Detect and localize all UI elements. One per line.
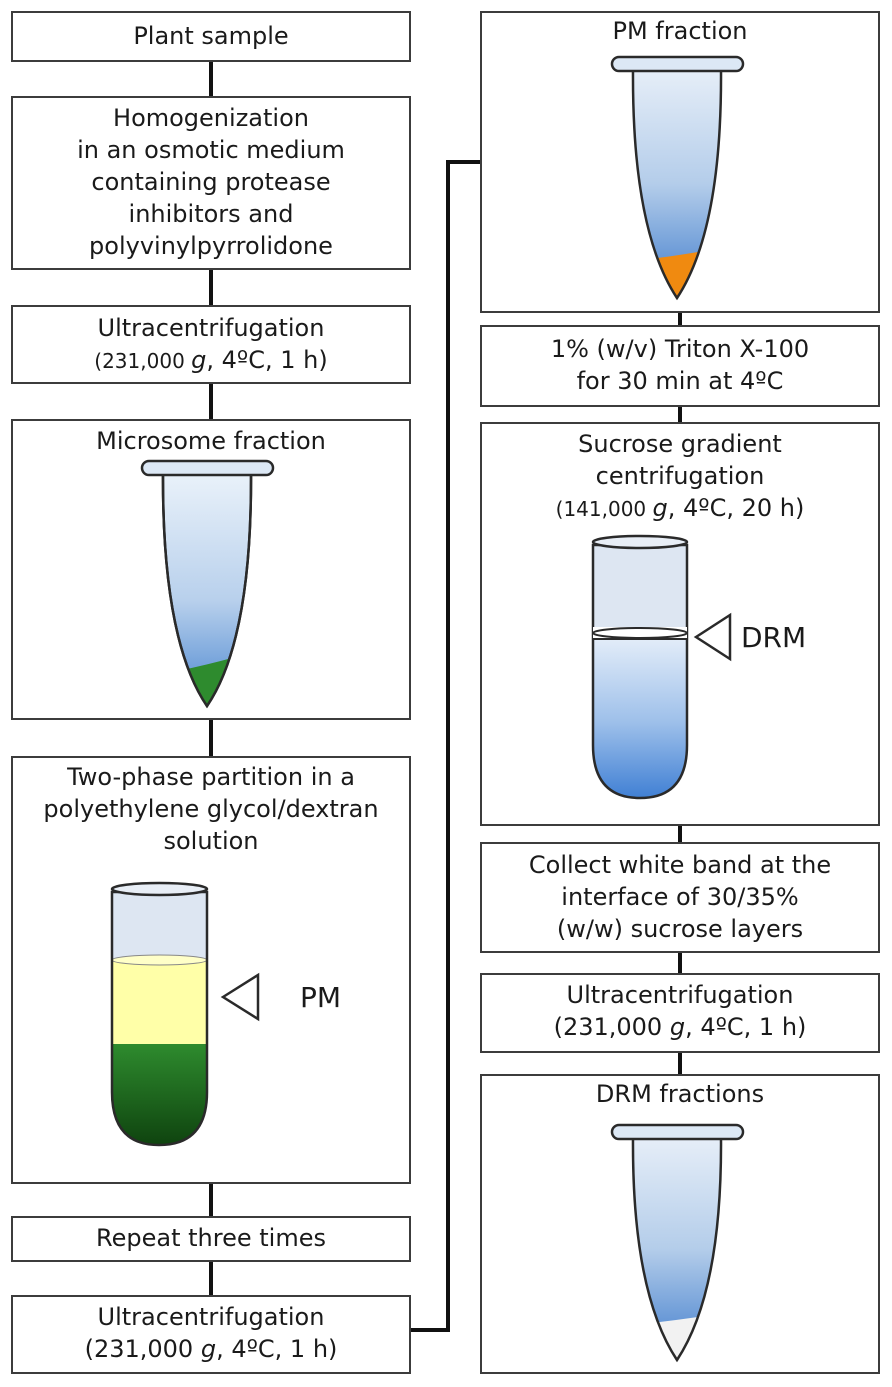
pm-marker-label: PM bbox=[300, 981, 342, 1014]
step-conditions: (231,000 g, 4ºC, 1 h) bbox=[13, 1333, 409, 1365]
step-triton: 1% (w/v) Triton X-100 for 30 min at 4ºC bbox=[480, 325, 880, 407]
conditions-text: , 4ºC, 20 h) bbox=[667, 494, 805, 522]
step-two-phase-partition: Two-phase partition in a polyethylene gl… bbox=[11, 756, 411, 1184]
step-plant-sample: Plant sample bbox=[11, 11, 411, 62]
conditions-text: (141,000 bbox=[555, 497, 653, 521]
step-sucrose-gradient: Sucrose gradient centrifugation (141,000… bbox=[480, 422, 880, 826]
step-label: containing protease bbox=[91, 168, 331, 196]
step-label: Plant sample bbox=[133, 22, 289, 50]
step-label: Ultracentrifugation bbox=[97, 1303, 325, 1331]
step-label: 1% (w/v) Triton X-100 bbox=[550, 335, 810, 363]
step-label: Collect white band at the bbox=[528, 851, 832, 879]
drm-marker-label: DRM bbox=[741, 621, 807, 654]
g-force-symbol: g bbox=[669, 1013, 686, 1041]
step-label: Microsome fraction bbox=[96, 427, 326, 455]
step-pm-fraction: PM fraction bbox=[480, 11, 880, 313]
connector-line bbox=[678, 313, 682, 325]
step-label: Ultracentrifugation bbox=[566, 981, 794, 1009]
connector-line bbox=[209, 384, 213, 419]
step-label: DRM fractions bbox=[595, 1080, 765, 1108]
connector-line bbox=[209, 270, 213, 305]
conditions-text: , 4ºC, 1 h) bbox=[216, 1335, 338, 1363]
step-label: polyethylene glycol/dextran bbox=[43, 795, 379, 823]
connector-line bbox=[410, 1328, 450, 1332]
step-label: Sucrose gradient bbox=[578, 430, 782, 458]
step-collect-band: Collect white band at the interface of 3… bbox=[480, 842, 880, 953]
connector-line bbox=[678, 1053, 682, 1074]
step-ultracentrifugation-2: Ultracentrifugation (231,000 g, 4ºC, 1 h… bbox=[11, 1295, 411, 1374]
step-label: PM fraction bbox=[612, 17, 748, 45]
step-ultracentrifugation-3: Ultracentrifugation (231,000 g, 4ºC, 1 h… bbox=[480, 973, 880, 1053]
connector-line bbox=[209, 720, 213, 756]
step-label: solution bbox=[163, 827, 259, 855]
conditions-text: (231,000 bbox=[94, 349, 192, 373]
connector-line bbox=[678, 407, 682, 422]
conditions-text: , 4ºC, 1 h) bbox=[685, 1013, 807, 1041]
step-label: polyvinylpyrrolidone bbox=[89, 232, 333, 260]
step-label: centrifugation bbox=[595, 462, 765, 490]
conditions-text: (231,000 bbox=[553, 1013, 670, 1041]
step-conditions: (141,000 g, 4ºC, 20 h) bbox=[482, 492, 878, 525]
step-label: Repeat three times bbox=[96, 1224, 326, 1252]
step-label: in an osmotic medium bbox=[77, 136, 345, 164]
step-conditions: (231,000 g, 4ºC, 1 h) bbox=[13, 344, 409, 377]
step-label: interface of 30/35% bbox=[561, 883, 799, 911]
step-conditions: (231,000 g, 4ºC, 1 h) bbox=[482, 1011, 878, 1043]
step-label: inhibitors and bbox=[128, 200, 294, 228]
step-drm-fractions: DRM fractions bbox=[480, 1074, 880, 1374]
conditions-text: , 4ºC, 1 h) bbox=[206, 346, 328, 374]
step-ultracentrifugation-1: Ultracentrifugation (231,000 g, 4ºC, 1 h… bbox=[11, 305, 411, 384]
connector-line bbox=[209, 1262, 213, 1295]
step-repeat: Repeat three times bbox=[11, 1216, 411, 1262]
connector-line bbox=[678, 953, 682, 973]
step-label: Ultracentrifugation bbox=[97, 314, 325, 342]
step-label: Two-phase partition in a bbox=[67, 763, 355, 791]
connector-line bbox=[209, 1184, 213, 1216]
connector-line bbox=[678, 826, 682, 842]
connector-line bbox=[446, 160, 450, 1332]
g-force-symbol: g bbox=[191, 346, 207, 374]
connector-line bbox=[446, 160, 480, 164]
step-label: (w/w) sucrose layers bbox=[556, 915, 804, 943]
step-microsome-fraction: Microsome fraction bbox=[11, 419, 411, 720]
step-label: Homogenization bbox=[113, 104, 309, 132]
connector-line bbox=[209, 62, 213, 96]
g-force-symbol: g bbox=[200, 1335, 217, 1363]
step-label: for 30 min at 4ºC bbox=[576, 367, 784, 395]
step-homogenization: Homogenization in an osmotic medium cont… bbox=[11, 96, 411, 270]
conditions-text: (231,000 bbox=[84, 1335, 201, 1363]
g-force-symbol: g bbox=[652, 494, 668, 522]
